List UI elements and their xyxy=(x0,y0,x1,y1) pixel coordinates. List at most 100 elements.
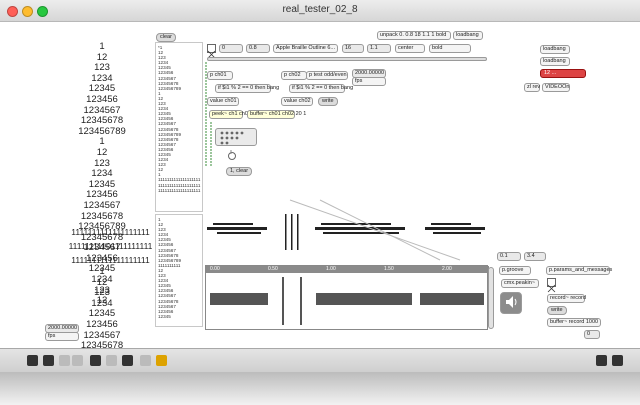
list-item: 12345 xyxy=(158,111,171,117)
pyramid-line: 12 xyxy=(96,295,108,307)
list-item: 1234567 xyxy=(158,293,176,299)
bottom-toolbar xyxy=(0,348,640,372)
peek-object[interactable]: peek~ ch1 ch02 xyxy=(209,110,251,119)
zero-number-box[interactable]: 0 xyxy=(584,330,600,339)
params-object[interactable]: p.params_and_messages xyxy=(546,266,612,275)
clear-1-message[interactable]: 1, clear xyxy=(226,167,253,176)
pyramid-line: 1 xyxy=(99,266,105,277)
video-message[interactable]: VIDEOOn xyxy=(542,83,570,92)
inspector-icon[interactable] xyxy=(122,355,133,366)
record-object[interactable]: record~ record xyxy=(547,294,586,303)
clear-message[interactable]: clear xyxy=(156,33,176,42)
pyramid-line: 12345 xyxy=(88,83,116,95)
split-right-icon[interactable] xyxy=(612,355,623,366)
number-box-01[interactable]: 0.1 xyxy=(497,252,521,261)
red-message[interactable]: 12 ... xyxy=(540,69,586,78)
align-menu[interactable]: center xyxy=(395,44,425,53)
write-message-right[interactable]: write xyxy=(547,306,567,315)
font-size-box[interactable]: 16 xyxy=(342,44,364,53)
buffer-record-object[interactable]: buffer~ record 1000 xyxy=(547,318,601,327)
waveform-samples xyxy=(210,277,484,325)
number-box-11[interactable]: 1.1 xyxy=(367,44,391,53)
if-object-2[interactable]: if $i1 % 2 == 0 then bang xyxy=(289,84,353,93)
presentation-icon[interactable] xyxy=(43,355,54,366)
list-item: 1234567 xyxy=(158,141,176,147)
waveform-glyphs xyxy=(207,214,485,250)
list-item: 12345 xyxy=(158,283,171,289)
close-window-button[interactable] xyxy=(7,6,18,17)
zl-rev-object[interactable]: zl rev xyxy=(524,83,540,92)
list-item: 12345 xyxy=(158,151,171,157)
unpack-object[interactable]: unpack 0. 0.8 18 1.1 1 bold xyxy=(377,31,451,40)
ruler-mark-1: 0.50 xyxy=(268,266,278,272)
grid-icon[interactable] xyxy=(59,355,70,366)
value-ch02[interactable]: value ch02 xyxy=(281,97,313,106)
list-item: 123456 xyxy=(158,242,174,248)
clue-icon[interactable] xyxy=(140,355,151,366)
ruler-mark-0: 0.00 xyxy=(210,266,220,272)
peakamp-object[interactable]: cmx.peakin~ xyxy=(501,279,539,288)
pyramid-line: 12345678 xyxy=(80,340,124,352)
subpatch-ch02[interactable]: p ch02 xyxy=(281,71,307,80)
speaker-button[interactable] xyxy=(500,292,522,314)
number-box-0[interactable]: 0 xyxy=(219,44,243,53)
pyramid-line: 1234567 xyxy=(83,242,121,254)
loadbang-right-2[interactable]: loadbang xyxy=(540,57,570,66)
toggle-x[interactable] xyxy=(207,44,216,59)
pyramid-line: 1234567 xyxy=(83,104,121,116)
pyramid-line: 123 xyxy=(94,157,110,169)
list-item: 12 xyxy=(158,50,164,56)
groove-object[interactable]: p.groove xyxy=(499,266,531,275)
list-item: *1 xyxy=(158,45,163,50)
ruler-mark-4: 2.00 xyxy=(442,266,452,272)
loadbang-right[interactable]: loadbang xyxy=(540,45,570,54)
waveform-display[interactable]: 0.00 0.50 1.00 1.50 2.00 xyxy=(205,265,489,330)
list-item: 123 xyxy=(158,162,166,168)
matrix-control[interactable] xyxy=(215,128,257,146)
if-object-1[interactable]: if $i1 % 2 == 0 then bang xyxy=(215,84,279,93)
new-object-icon[interactable] xyxy=(90,355,101,366)
minimize-window-button[interactable] xyxy=(22,6,33,17)
list-item: 1234 xyxy=(158,157,169,163)
snap-icon[interactable] xyxy=(72,355,83,366)
audio-icon[interactable] xyxy=(156,355,167,366)
pyramid-line: 1234 xyxy=(91,274,113,286)
weight-menu[interactable]: bold xyxy=(429,44,471,53)
buffer-object[interactable]: buffer~ ch01 ch02 20 1 xyxy=(247,110,306,119)
pyramid-line: 12345 xyxy=(88,308,116,320)
list-item: 1234 xyxy=(158,278,169,284)
split-left-icon[interactable] xyxy=(596,355,607,366)
list-item: 123 xyxy=(158,273,166,279)
lock-icon[interactable] xyxy=(27,355,38,366)
time-ruler: 0.00 0.50 1.00 1.50 2.00 xyxy=(206,266,489,273)
number-box-34[interactable]: 3.4 xyxy=(524,252,546,261)
font-menu[interactable]: Apple Braille Outline 6... xyxy=(273,44,338,53)
list-item: 12345678 xyxy=(158,80,179,86)
list-item: 12 xyxy=(158,95,164,101)
toggle-x-right[interactable] xyxy=(547,278,556,293)
value-ch01[interactable]: value ch01 xyxy=(207,97,239,106)
list-item: 12345678 xyxy=(158,298,179,304)
info-icon[interactable] xyxy=(106,355,117,366)
patch-cords-green xyxy=(205,62,232,167)
list-item: 123 xyxy=(158,55,166,61)
ruler-mark-2: 1.00 xyxy=(326,266,336,272)
pyramid-line: 12345 xyxy=(88,263,116,275)
write-message[interactable]: write xyxy=(318,97,338,106)
pyramid-line: 123456 xyxy=(86,252,118,264)
loadbang-object[interactable]: loadbang xyxy=(453,31,483,40)
zoom-window-button[interactable] xyxy=(37,6,48,17)
bang-button[interactable] xyxy=(228,152,236,160)
number-box-08[interactable]: 0.8 xyxy=(246,44,270,53)
subpatch-ch01[interactable]: p ch01 xyxy=(207,71,233,80)
ones-line: 1111111111111111111 xyxy=(71,227,150,237)
list-item: 12345678 xyxy=(158,136,179,142)
subpatch-test[interactable]: p test odd/even xyxy=(306,71,348,80)
list-item: 123456 xyxy=(158,288,174,294)
waveform-scrollbar[interactable] xyxy=(488,267,494,329)
list-item: 123456789 xyxy=(158,131,181,137)
